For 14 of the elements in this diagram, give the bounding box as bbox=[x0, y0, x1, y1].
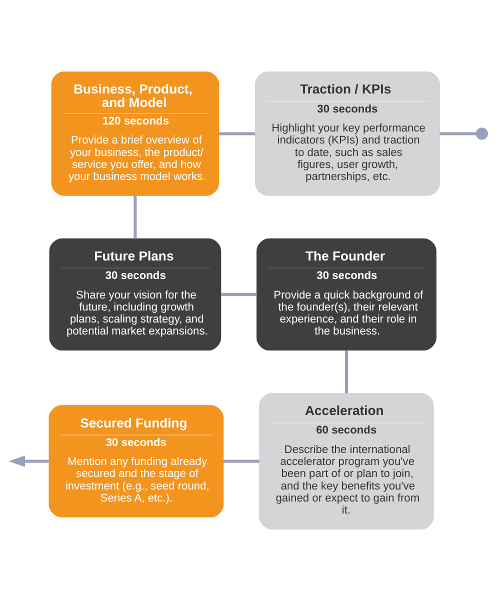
connector bbox=[344, 350, 348, 393]
node-circle bbox=[476, 127, 488, 140]
connector bbox=[440, 132, 476, 135]
connector bbox=[134, 195, 137, 238]
connector bbox=[218, 132, 256, 135]
node-box: The Founder 30 seconds Provide a quick background of the founder(s), their relevant experience, and their role in the business. bbox=[256, 238, 436, 350]
node-box: Future Plans 30 seconds Share your vision for the future, including growth plans, scaling strategy, and potential market expansions. bbox=[49, 238, 222, 350]
node-box: Traction / KPIs 30 seconds Highlight your key performance indicators (KPIs) and traction to date, such as sales figures, user growth, partnerships, etc. bbox=[254, 71, 440, 196]
node-box: Secured Funding 30 seconds Mention any funding already secured and the stage of investment (e.g., seed round, Series A, etc.). bbox=[48, 404, 224, 517]
arrow bbox=[8, 455, 49, 466]
connector bbox=[223, 459, 260, 462]
node-box: Acceleration 60 seconds Describe the international accelerator program you've been part of or plan to join, and the key benefits you've gained or expect to gain from it. bbox=[259, 392, 434, 529]
connector bbox=[221, 292, 257, 296]
node-box: Business, Product, and Model 120 seconds Provide a brief overview of your business, the product/ service you offer, and how your business model works. bbox=[51, 71, 220, 196]
